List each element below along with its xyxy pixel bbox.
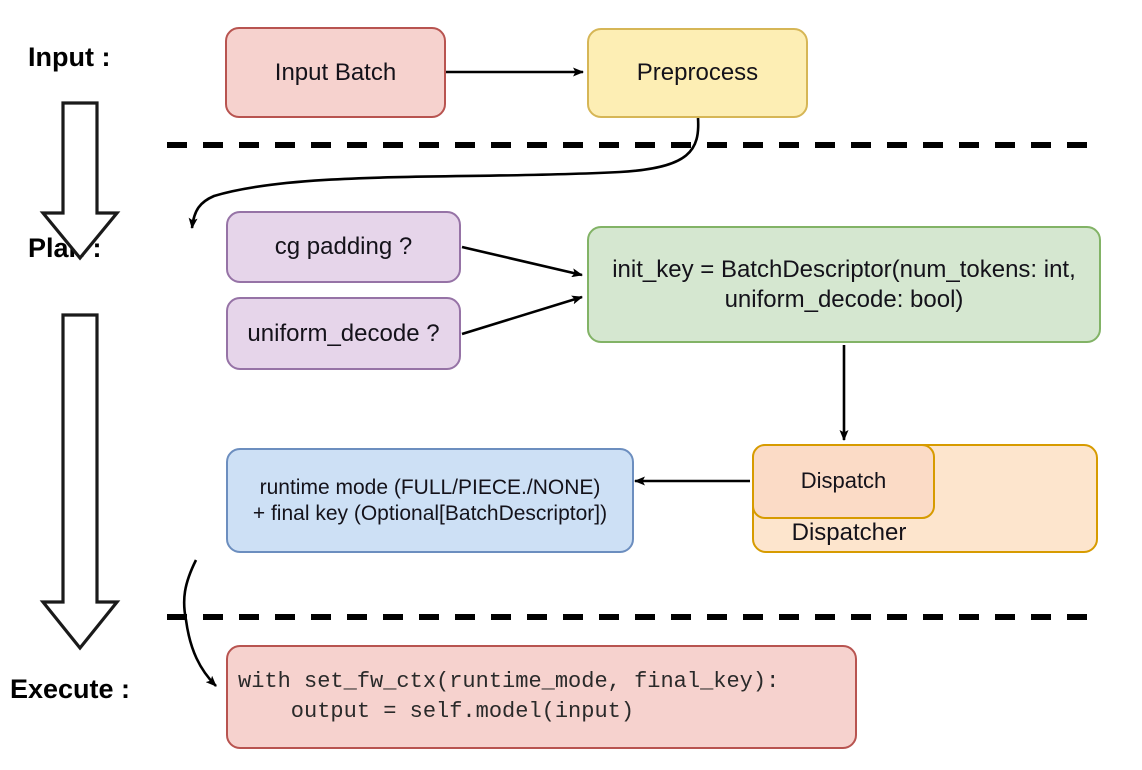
node-uniform-decode-label: uniform_decode ? — [247, 319, 440, 347]
node-preprocess-label: Preprocess — [636, 59, 759, 87]
node-runtime-mode[interactable]: runtime mode (FULL/PIECE./NONE) + final … — [226, 448, 634, 553]
node-init-key-line1: init_key = BatchDescriptor(num_tokens: i… — [612, 256, 1076, 284]
edge-uniform-decode-to-init-key — [461, 295, 583, 336]
node-input-batch-label: Input Batch — [274, 58, 397, 86]
node-init-key-line2: uniform_decode: bool) — [724, 285, 964, 313]
node-preprocess[interactable]: Preprocess — [587, 28, 808, 118]
node-runtime-mode-line2: + final key (Optional[BatchDescriptor]) — [252, 501, 608, 525]
node-cg-padding[interactable]: cg padding ? — [226, 211, 461, 283]
node-dispatch-label: Dispatch — [800, 468, 887, 494]
plan-to-execute-arrow — [39, 313, 121, 651]
node-execute-code-line1: with set_fw_ctx(runtime_mode, final_key)… — [238, 669, 780, 695]
node-runtime-mode-line1: runtime mode (FULL/PIECE./NONE) — [259, 475, 601, 499]
node-dispatch[interactable]: Dispatch — [752, 444, 935, 519]
node-execute-code[interactable]: with set_fw_ctx(runtime_mode, final_key)… — [226, 645, 857, 749]
node-init-key[interactable]: init_key = BatchDescriptor(num_tokens: i… — [587, 226, 1101, 343]
node-cudagraph-dispatcher-line2: Dispatcher — [791, 518, 907, 546]
stage-label-execute: Execute : — [10, 674, 131, 704]
stage-label-input: Input : — [28, 42, 111, 72]
node-execute-code-line2: output = self.model(input) — [238, 699, 635, 724]
node-input-batch[interactable]: Input Batch — [225, 27, 446, 118]
edge-cg-padding-to-init-key — [461, 245, 583, 278]
stage-label-plan: Plan : — [28, 233, 102, 263]
edge-runtime-mode-to-execute — [182, 559, 217, 687]
node-cg-padding-label: cg padding ? — [274, 233, 413, 261]
node-uniform-decode[interactable]: uniform_decode ? — [226, 297, 461, 370]
